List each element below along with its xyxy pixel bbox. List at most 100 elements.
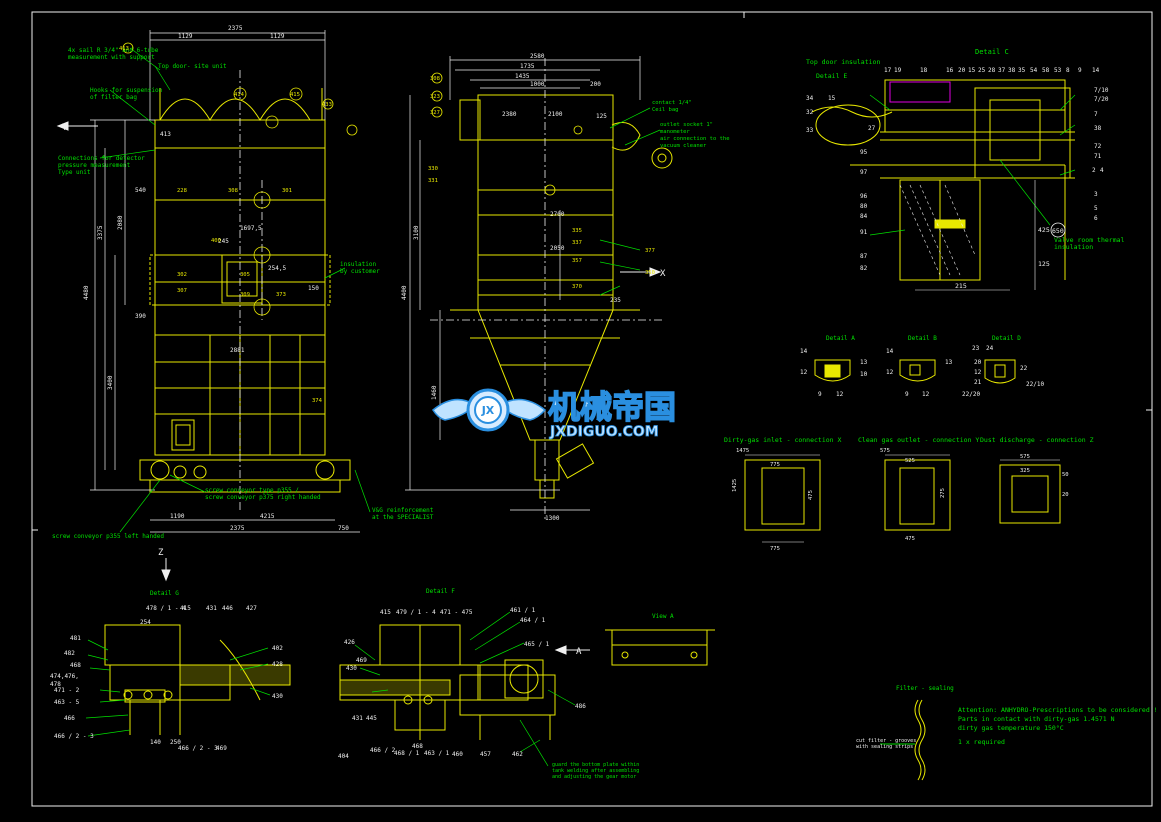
watermark-logo-letters: JX: [481, 404, 495, 417]
part-tag: 323: [430, 94, 440, 100]
dim-label: 2580: [530, 53, 545, 60]
part-number: 469: [356, 657, 367, 664]
dim-label: 575: [880, 448, 890, 454]
detail-c-numbers-left: 34 15 32 33 27 95 97 96 80 84 91 87 82: [806, 95, 876, 272]
dim-label: 2050: [550, 245, 565, 252]
note-text: pressure measurement: [58, 162, 131, 169]
dim-label: 1300: [545, 515, 560, 522]
dim-label: 575: [1020, 454, 1030, 460]
note-text: 4x sail R 3/4" and 6-tube: [68, 47, 159, 54]
dim-label: 2080: [117, 215, 124, 230]
dim-label: 4215: [260, 513, 275, 520]
part-number: 430: [346, 665, 357, 672]
dim-label: 425: [1038, 226, 1050, 234]
part-number: 13: [945, 359, 953, 366]
part-number: 23: [972, 345, 980, 352]
detail-f-text: Detail F A 415 479 / 1 - 4 471 - 475 461…: [338, 588, 639, 780]
part-number: 428: [272, 661, 283, 668]
part-number: 18: [920, 67, 928, 74]
detail-g-drawing: [104, 624, 291, 735]
part-number: 72: [1094, 143, 1102, 150]
dim-label: 475: [808, 490, 814, 500]
dim-label: 254: [140, 619, 151, 626]
part-number: 4: [1100, 167, 1104, 174]
part-tag: 414: [234, 92, 245, 98]
note-text: outlet socket 1": [660, 122, 713, 128]
filter-sealing-title: Filter - sealing: [896, 685, 954, 692]
part-number: 486: [575, 703, 586, 710]
label-text: Detail E: [816, 72, 847, 80]
part-number: 457: [480, 751, 491, 758]
part-number: 22: [1020, 365, 1028, 372]
part-number: 9: [1078, 67, 1082, 74]
part-number: 24: [986, 345, 994, 352]
dim-label: 2700: [550, 211, 565, 218]
watermark-chinese: 机械帝国: [548, 388, 676, 426]
part-number: 7/10: [1094, 87, 1109, 94]
dim-label: 4480: [83, 285, 90, 300]
part-number: 479 / 1 - 4: [396, 609, 436, 616]
part-number: 25: [978, 67, 986, 74]
connection-y-title: Clean gas outlet - connection Y: [858, 436, 979, 444]
part-number: 471 - 2: [54, 687, 80, 694]
note-text: Type unit: [58, 169, 91, 176]
note-line: dirty gas temperature 150°C: [958, 724, 1064, 732]
part-number: 478: [50, 681, 61, 688]
part-number: 7: [1094, 111, 1098, 118]
note-text: manometer: [660, 129, 690, 135]
part-number: 9: [905, 391, 909, 398]
dim-label: 275: [940, 488, 946, 498]
part-number: 465 / 1: [524, 641, 550, 648]
part-number: 22/20: [962, 391, 980, 398]
part-number: 427: [246, 605, 257, 612]
part-number: 27: [868, 125, 876, 132]
part-number: 12: [922, 391, 930, 398]
part-tag: 305: [240, 272, 250, 278]
part-number: 19: [894, 67, 902, 74]
dim-label: 1129: [178, 33, 193, 40]
filter-sealing-drawing: [880, 699, 926, 781]
part-number: 415: [380, 609, 391, 616]
dim-label: 2375: [230, 525, 245, 532]
dim-label: 245: [218, 238, 229, 245]
part-number: 15: [828, 95, 836, 102]
part-number: 10: [860, 371, 868, 378]
part-number: 474,476,: [50, 673, 79, 680]
front-view-text: Y 2375 1129 1129 1190 4215 2375 750 4x s…: [52, 25, 434, 540]
part-tag: 308: [228, 188, 238, 194]
note-text: Connections for detector: [58, 155, 145, 162]
note-text: of filter bag: [90, 94, 137, 101]
note-text: measurement with support: [68, 54, 155, 61]
side-view-text: X 2580 1735 1435 1000 200 1300 4400 3100…: [401, 53, 666, 522]
part-number: 415: [180, 605, 191, 612]
part-number: 402: [272, 645, 283, 652]
part-number: 32: [806, 109, 814, 116]
note-text: screw conveyor type p355 /: [205, 487, 299, 494]
drawing-frame: [31, 11, 1153, 807]
dim-label: 235: [610, 297, 621, 304]
dim-label: 750: [338, 525, 349, 532]
note-text: with sealing strips: [856, 744, 913, 750]
note-text: Top door- site unit: [158, 63, 227, 70]
dim-label: 150: [308, 285, 319, 292]
part-number: 82: [860, 265, 868, 272]
part-number: 468: [412, 743, 423, 750]
part-number: 466 / 2 - 3: [178, 745, 218, 752]
part-number: 20: [958, 67, 966, 74]
note-text: Hooks for suspension: [90, 87, 163, 94]
note-text: tank welding after assembling: [552, 768, 639, 774]
detail-a-title: Detail A: [826, 335, 855, 342]
connection-x-title: Dirty-gas inlet - connection X: [724, 436, 841, 444]
arrow-x-label: X: [660, 269, 666, 279]
part-number: 54: [1030, 67, 1038, 74]
part-tag: 415: [290, 92, 300, 98]
detail-f-title: Detail F: [426, 588, 455, 595]
callout-text: 650: [1052, 227, 1064, 235]
dim-label: 2375: [228, 25, 243, 32]
connections-dim-text: 1475 775 1425 475 775 575 525 275 475 57…: [732, 448, 1069, 552]
detail-g-leaders: [85, 639, 271, 737]
detail-g-text: Z Detail G 481 482 468 474,476, 478 471 …: [50, 548, 283, 752]
part-tag: 301: [282, 188, 292, 194]
part-tag: 374: [312, 398, 323, 404]
